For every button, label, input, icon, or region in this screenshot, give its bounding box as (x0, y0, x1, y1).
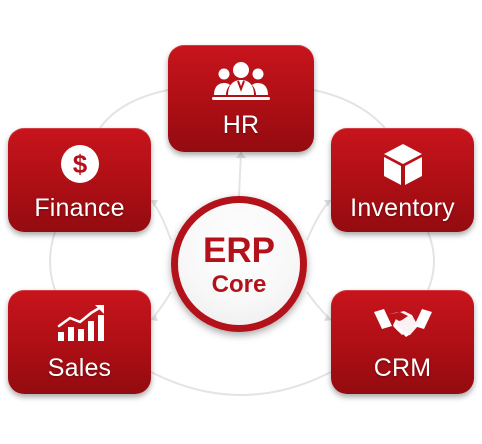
arrow-to-inventory (324, 200, 331, 207)
handshake-icon (373, 309, 432, 337)
arrow-to-hr (236, 152, 246, 158)
arrow-to-sales (151, 314, 158, 321)
core-title: ERP (203, 231, 275, 270)
finance-module[interactable]: $ Finance (8, 128, 151, 232)
finance-label: Finance (34, 194, 125, 222)
sales-label: Sales (47, 354, 112, 382)
arrow-to-finance (151, 200, 158, 207)
crm-module[interactable]: CRM (331, 290, 474, 394)
connector-inventory-crm (427, 231, 435, 291)
box-cube-icon (383, 144, 422, 185)
connector-hr-inventory (313, 89, 386, 129)
dollar-coin-icon: $ (60, 145, 99, 183)
svg-text:$: $ (72, 149, 87, 179)
connector-sales-crm (150, 371, 332, 396)
connector-core-inventory (306, 199, 332, 241)
connector-finance-sales (49, 231, 56, 291)
hr-module[interactable]: HR (168, 45, 314, 152)
erp-core-circle[interactable]: ERP Core (171, 196, 307, 332)
crm-label: CRM (373, 354, 432, 382)
inventory-module[interactable]: Inventory (331, 128, 474, 232)
team-users-icon (212, 62, 270, 100)
arrow-to-crm (324, 314, 331, 321)
sales-module[interactable]: Sales (8, 290, 151, 394)
core-subtitle: Core (211, 271, 267, 298)
hr-label: HR (222, 111, 260, 139)
inventory-label: Inventory (350, 194, 455, 222)
connector-hr-finance (99, 89, 169, 129)
connector-core-hr (238, 151, 242, 197)
bar-chart-trend-icon (57, 305, 104, 341)
